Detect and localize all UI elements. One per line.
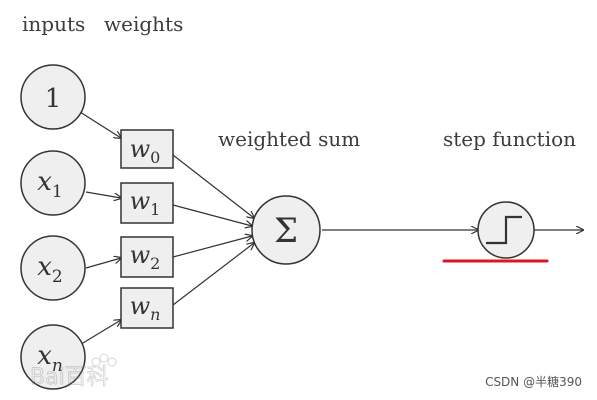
csdn-watermark: CSDN @半糖390 [485, 375, 582, 389]
edge-w2-to-sum [172, 236, 252, 258]
edge-wn-to-sum [172, 243, 254, 306]
inputs-heading: inputs [22, 12, 86, 36]
edge-input-x1-to-w1 [85, 191, 121, 198]
edge-input-1-to-w0 [79, 111, 121, 138]
edge-w0-to-sum [172, 154, 254, 218]
svg-text:w2: w2 [130, 241, 161, 273]
weight-box-w1: w1 [120, 182, 174, 224]
input-node-x2: x2 [20, 235, 86, 301]
step-glyph-icon [486, 215, 522, 245]
svg-text:x2: x2 [37, 252, 63, 287]
weighted-sum-heading: weighted sum [218, 127, 361, 151]
edge-w1-to-sum [172, 204, 252, 226]
edge-input-x2-to-w2 [85, 258, 121, 269]
input-node-xn: xn [20, 324, 86, 390]
input-node-1: 1 [20, 64, 86, 130]
step-function-heading: step function [443, 127, 577, 151]
step-function-node [477, 201, 535, 259]
svg-text:1: 1 [45, 84, 62, 114]
weight-box-w2: w2 [120, 236, 174, 278]
weight-box-wn: wn [120, 287, 174, 329]
svg-text:w1: w1 [130, 187, 161, 219]
svg-text:wn: wn [130, 292, 161, 324]
weights-heading: weights [104, 12, 184, 36]
baidu-watermark: Bai百科 [30, 353, 117, 390]
svg-text:w0: w0 [130, 135, 161, 167]
sum-node: Σ [251, 195, 321, 265]
input-node-x1: x1 [20, 150, 86, 216]
svg-text:x1: x1 [37, 167, 63, 202]
sigma-symbol: Σ [274, 211, 298, 251]
svg-text:Bai百科: Bai百科 [30, 365, 109, 390]
edge-input-xn-to-wn [77, 320, 121, 347]
svg-text:xn: xn [37, 341, 63, 376]
weight-box-w0: w0 [120, 129, 174, 169]
